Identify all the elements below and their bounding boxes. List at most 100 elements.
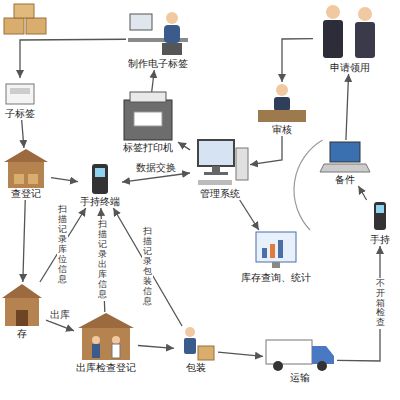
icon-space xyxy=(263,336,337,372)
reviewer-figure xyxy=(258,84,306,122)
body xyxy=(112,344,120,358)
door xyxy=(16,310,28,326)
flow-arrow xyxy=(23,200,25,282)
icon-space xyxy=(174,326,218,362)
node-caption: 查登记 xyxy=(11,188,41,200)
monitor xyxy=(130,14,152,30)
node-caption: 制作电子标签 xyxy=(128,58,188,70)
head xyxy=(185,327,195,337)
roof xyxy=(4,149,48,162)
storehouse-figure xyxy=(2,284,42,326)
flow-arrow xyxy=(358,186,366,200)
bar xyxy=(262,248,267,258)
node-caption: 出库检查登记 xyxy=(76,362,136,374)
body xyxy=(323,20,343,58)
labelled-icon: 库存查询、统计 xyxy=(239,230,313,284)
icon-space xyxy=(126,8,190,58)
label-paper xyxy=(134,112,162,126)
carton xyxy=(14,174,24,184)
carton xyxy=(26,18,46,34)
head xyxy=(326,5,340,19)
head xyxy=(112,336,120,344)
labelled-icon: 出库检查登记 xyxy=(74,312,138,374)
packer-figure xyxy=(184,327,214,360)
flow-arrow xyxy=(282,39,313,82)
labelled-icon: 备件 xyxy=(320,140,370,186)
printer-body xyxy=(124,100,172,140)
edge-label: 扫描记录出库信息 xyxy=(97,219,108,300)
flow-arrow xyxy=(113,208,182,326)
flow-arrow xyxy=(240,200,259,230)
edge-label: 扫描记录包装信息 xyxy=(142,226,153,307)
wall xyxy=(8,162,44,188)
chair xyxy=(162,43,182,55)
computer-figure xyxy=(198,140,248,185)
flow-arrow xyxy=(346,74,349,140)
flow-arrow xyxy=(138,345,174,348)
printer-top xyxy=(130,92,166,102)
device-slot xyxy=(10,88,30,94)
tag-device xyxy=(6,84,34,104)
bar xyxy=(270,244,275,258)
flow-arrow xyxy=(218,352,263,356)
head xyxy=(92,336,100,344)
handheld-screen xyxy=(376,205,384,213)
labelled-icon: 查登记 xyxy=(1,148,51,200)
laptop-figure xyxy=(320,142,370,172)
carton xyxy=(4,18,24,34)
labelled-icon: 审核 xyxy=(254,82,310,136)
labelled-icon: 标签打印机 xyxy=(118,92,178,154)
icon-space xyxy=(78,162,122,196)
node-caption: 审核 xyxy=(272,124,292,136)
screen xyxy=(256,232,296,262)
icon-space xyxy=(190,138,250,188)
flow-arrow xyxy=(178,142,190,150)
report-screen-figure xyxy=(256,232,296,268)
outbound-house-figure xyxy=(78,313,134,360)
wall xyxy=(82,328,130,360)
tower xyxy=(236,148,248,180)
stand xyxy=(212,166,220,172)
node-caption: 手持 xyxy=(370,234,390,246)
labelled-icon: 包装 xyxy=(174,326,218,374)
truck-figure xyxy=(266,340,334,371)
handheld-body xyxy=(92,164,108,194)
labelled-icon: 申请领用 xyxy=(313,2,387,74)
flow-arrow xyxy=(20,39,126,78)
labelled-icon: 制作电子标签 xyxy=(126,8,190,70)
roof xyxy=(78,313,134,328)
icon-space xyxy=(3,78,37,108)
node-caption: 申请领用 xyxy=(330,62,370,74)
icon-space xyxy=(74,312,138,362)
base xyxy=(204,172,228,175)
keyboard-base xyxy=(320,164,370,172)
flow-arrow xyxy=(51,178,78,182)
flow-arrow xyxy=(46,320,74,331)
node-caption: 子标签 xyxy=(5,108,35,120)
carton xyxy=(14,4,34,18)
node-caption: 库存查询、统计 xyxy=(241,272,311,284)
applicants-figure xyxy=(323,5,375,58)
cargo-box xyxy=(266,340,312,364)
node-caption: 手持终端 xyxy=(80,196,120,208)
cycle-arc xyxy=(294,140,323,230)
body xyxy=(274,97,290,111)
wheel xyxy=(317,361,327,371)
head xyxy=(166,12,178,24)
flow-arrow xyxy=(22,120,24,148)
icon-space xyxy=(1,148,51,188)
labelled-icon: 存 xyxy=(0,282,46,340)
edge-label: 不开箱检查 xyxy=(375,278,386,329)
head xyxy=(358,7,372,21)
carton xyxy=(198,346,214,360)
roof xyxy=(2,284,42,298)
box-stack xyxy=(4,4,46,34)
edge-label: 数据交换 xyxy=(135,162,177,174)
body xyxy=(184,338,196,354)
icon-space xyxy=(0,282,46,328)
node-caption: 包装 xyxy=(186,362,206,374)
flow-arrow xyxy=(152,70,155,92)
node-caption: 存 xyxy=(17,328,27,340)
